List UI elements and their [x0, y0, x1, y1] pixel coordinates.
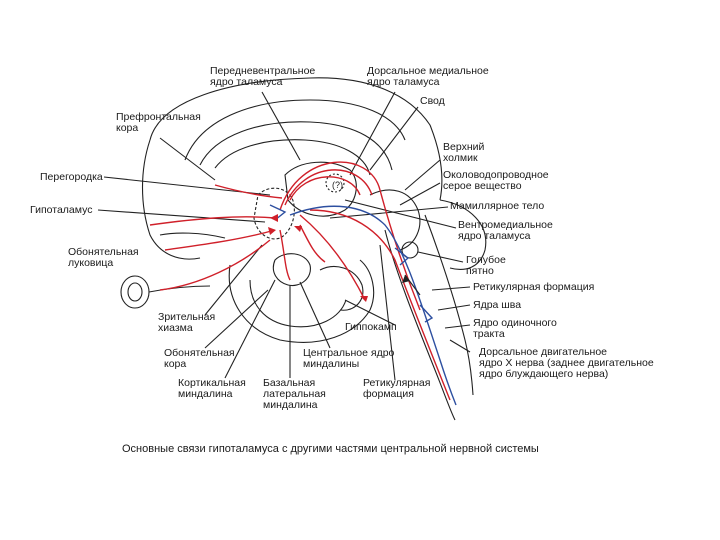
leader-hippocampus	[344, 299, 396, 326]
blue-arrow-locus	[394, 247, 410, 266]
label-hypothalamus: Гипоталамус	[30, 204, 93, 216]
amygdala-outline	[272, 253, 311, 287]
leader-chiasm	[204, 244, 263, 316]
leader-mamillary	[329, 206, 449, 219]
leader-vagus	[449, 339, 471, 353]
arrowhead-amygdala	[294, 226, 302, 232]
leader-ventromedial	[344, 199, 457, 229]
leader-fornix	[369, 106, 419, 171]
prefrontal-pathway	[214, 184, 283, 199]
frontal-lobe	[141, 139, 201, 260]
olfactory-outline	[159, 232, 226, 239]
brainstem-left	[384, 229, 456, 421]
leader-prefrontal	[159, 137, 216, 181]
hypothalamus-outline	[253, 187, 295, 240]
cortex-outline	[149, 77, 443, 201]
septum-pathway	[149, 216, 276, 226]
cerebellum-outline	[439, 199, 487, 270]
label-vagus-dorsal-motor-nucleus: Дорсальное двигательное ядро X нерва (за…	[479, 346, 654, 380]
amygdala-pathway	[279, 229, 291, 281]
blue-pathways	[269, 204, 457, 406]
leader-olfactory-cortex	[204, 289, 269, 349]
figure-caption: Основные связи гипоталамуса с другими ча…	[122, 443, 539, 455]
olfactory-bulb-shape	[120, 275, 150, 309]
label-reticular-formation-right: Ретикулярная формация	[473, 281, 595, 293]
bulb-pathway	[159, 239, 271, 291]
brain-outlines	[97, 77, 487, 421]
label-olfactory-bulb: Обонятельная луковица	[68, 246, 139, 269]
temporal-inner	[249, 279, 347, 328]
label-dorsomedial-nucleus: Дорсальное медиальное ядро таламуса	[367, 65, 489, 88]
label-anteroventral-nucleus: Передневентральное ядро таламуса	[210, 65, 316, 88]
leader-cortical-amygdala	[224, 279, 276, 379]
corpus-callosum	[199, 121, 393, 171]
label-septum: Перегородка	[40, 171, 103, 183]
red-arrowheads	[268, 214, 368, 302]
label-locus-coeruleus: Голубое пятно	[466, 254, 506, 277]
label-solitary-tract-nucleus: Ядро одиночного тракта	[473, 317, 557, 340]
descending-pathway-red	[309, 209, 451, 401]
leader-solitary	[444, 324, 471, 329]
blue-arrow-hypothalamus	[269, 204, 287, 221]
hippocampus-outline	[319, 266, 364, 311]
arrowhead-hippocampus	[360, 296, 368, 302]
label-periaqueductal-gray: Околоводопроводное серое вещество	[443, 169, 549, 192]
label-olfactory-cortex: Обонятельная кора	[164, 347, 235, 370]
blue-arrow-raphe	[419, 304, 434, 323]
ascending-pathway-blue	[289, 205, 457, 406]
unknown-nucleus-shape	[325, 173, 345, 193]
leader-hypothalamus	[97, 209, 266, 223]
arrowhead-olfactory	[268, 227, 276, 235]
label-cortical-amygdala: Кортикальная миндалина	[178, 377, 246, 400]
label-fornix: Свод	[420, 95, 445, 107]
leader-periaqueductal	[399, 182, 441, 206]
thalamus-outline	[284, 161, 357, 217]
fornix-pathway	[279, 161, 421, 311]
label-basolateral-amygdala: Базальная латеральная миндалина	[263, 377, 326, 411]
leader-raphe	[437, 304, 471, 311]
arrowhead-septum	[270, 214, 278, 222]
leader-locus	[417, 251, 464, 263]
leader-dorsomedial	[349, 91, 396, 176]
label-ventromedial-nucleus: Вентромедиальное ядро таламуса	[458, 219, 553, 242]
reticular-arrowhead	[402, 275, 410, 283]
central-amygdala-pathway	[299, 224, 326, 263]
label-raphe-nuclei: Ядра шва	[473, 299, 522, 311]
leader-anteroventral	[261, 91, 301, 161]
label-hippocampus: Гиппокамп	[345, 321, 397, 333]
leader-colliculus	[404, 159, 441, 191]
locus-coeruleus-shape	[401, 241, 419, 259]
label-reticular-formation-bottom: Ретикулярная формация	[363, 377, 431, 400]
leader-central-amygdala	[299, 281, 331, 349]
fornix-inner-2	[289, 176, 361, 201]
inner-cortex-outline	[184, 99, 406, 161]
label-superior-colliculus: Верхний холмик	[443, 141, 485, 164]
leader-reticular-right	[431, 286, 471, 291]
olfactory-pathway	[164, 229, 276, 251]
leader-reticular-bottom	[379, 244, 396, 381]
brainstem-right	[424, 214, 474, 396]
olfactory-bulb-inner	[127, 282, 143, 302]
fornix-inner	[284, 169, 373, 206]
label-optic-chiasm: Зрительная хиазма	[158, 311, 216, 334]
label-central-amygdala: Центральное ядро миндалины	[303, 347, 395, 370]
label-question-mark: (?)	[332, 180, 343, 190]
temporal-lobe	[228, 259, 375, 343]
olfactory-tract	[148, 285, 211, 293]
label-prefrontal-cortex: Префронтальная кора	[116, 111, 201, 134]
hippocampus-pathway	[299, 214, 366, 301]
label-mamillary-body: Мамиллярное тело	[450, 200, 545, 212]
